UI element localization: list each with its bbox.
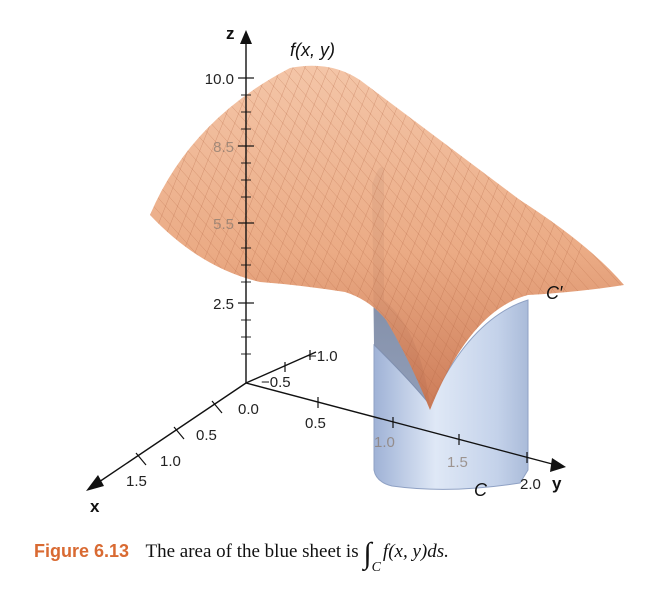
y-tick-label-1.5: 1.5 [447, 454, 468, 471]
x-tick-label-1.5: 1.5 [126, 473, 147, 490]
neg-tick-label-0.5: −0.5 [261, 374, 291, 391]
mesh-line [0, 40, 136, 440]
origin-label: 0.0 [238, 401, 259, 418]
x-axis-label: x [90, 497, 100, 516]
surface [150, 65, 624, 410]
x-axis [95, 382, 247, 485]
mesh-line [150, 65, 185, 410]
neg-tick-label-1.0: −1.0 [308, 348, 338, 365]
x-tick-label-1.0: 1.0 [160, 453, 181, 470]
negative-back-axis [245, 351, 317, 384]
x-tick-1.5 [135, 452, 147, 466]
y-axis [245, 382, 557, 466]
x-tick-label-0.5: 0.5 [196, 427, 217, 444]
z-axis-minor-ticks [241, 94, 251, 355]
mesh-line [150, 65, 269, 410]
mesh-line [150, 65, 197, 410]
mesh-line [327, 65, 624, 410]
mesh-line [150, 65, 173, 410]
mesh-line [150, 65, 281, 410]
mesh-line [0, 40, 100, 440]
curve-c-prime-label: C′ [546, 283, 563, 303]
x-tick-0.5 [211, 400, 223, 414]
x-tick-1.0 [173, 426, 185, 440]
integrand: f(x, y)ds. [382, 541, 449, 562]
mesh-line [0, 40, 148, 440]
z-tick-label-2.5: 2.5 [213, 296, 234, 313]
integral-sign: ∫ [363, 537, 372, 570]
y-tick-label-0.5: 0.5 [305, 415, 326, 432]
integral-subscript: C [371, 560, 381, 575]
figure-caption: Figure 6.13 The area of the blue sheet i… [34, 537, 634, 577]
blue-sheet-back [372, 167, 430, 405]
mesh-line [150, 65, 161, 410]
y-tick-label-1.0: 1.0 [374, 434, 395, 451]
y-axis-arrow [550, 458, 566, 472]
mesh-line [0, 40, 112, 440]
z-axis-label: z [226, 24, 235, 43]
z-tick-label-10: 10.0 [205, 71, 234, 88]
z-tick-label-5.5: 5.5 [213, 216, 234, 233]
x-axis-arrow [86, 475, 104, 491]
surface-label: f(x, y) [290, 40, 335, 60]
y-axis-label: y [552, 474, 562, 493]
mesh-line [0, 40, 124, 440]
curve-c-label: C [474, 480, 488, 500]
y-tick-label-2.0: 2.0 [520, 476, 541, 493]
z-tick-label-8.5: 8.5 [213, 139, 234, 156]
z-axis-arrow [240, 30, 252, 44]
caption-text: The area of the blue sheet is [145, 541, 359, 562]
figure-number: Figure 6.13 [34, 541, 130, 561]
